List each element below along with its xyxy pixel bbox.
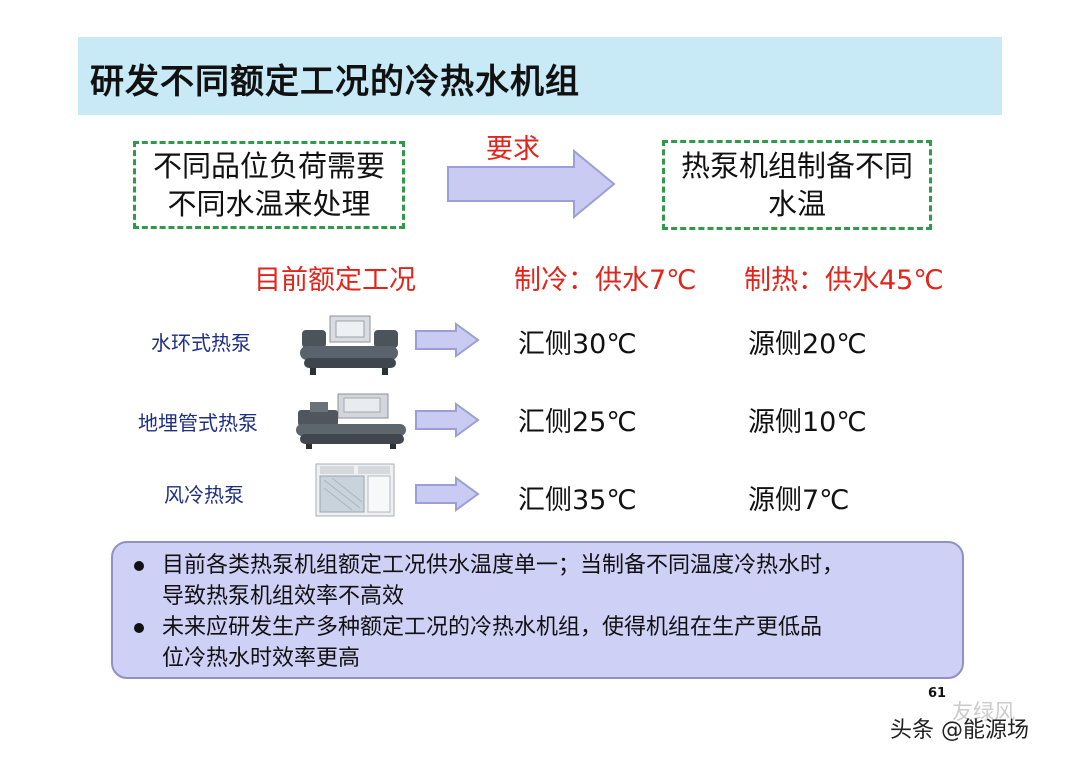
summary-box bbox=[111, 541, 964, 679]
ground-source-heat-pump-icon bbox=[296, 393, 406, 449]
left-box-line2: 不同水温来处理 bbox=[167, 187, 371, 221]
bullet-dot bbox=[134, 561, 144, 571]
left-dashed-box: 不同品位负荷需要 不同水温来处理 bbox=[133, 141, 405, 229]
header-heating: 制热：供水45℃ bbox=[744, 265, 944, 296]
air-cooled-heat-pump-icon bbox=[315, 463, 395, 517]
row-arrow-icon bbox=[415, 476, 480, 512]
row2-cooling-value: 汇侧25℃ bbox=[518, 407, 637, 438]
bullet2-line2: 位冷热水时效率更高 bbox=[162, 646, 361, 671]
right-dashed-box: 热泵机组制备不同 水温 bbox=[662, 140, 932, 230]
water-loop-heat-pump-icon bbox=[300, 315, 398, 375]
watermark: 头条 @能源场 bbox=[890, 718, 1029, 743]
bullet2-line1: 未来应研发生产多种额定工况的冷热水机组，使得机组在生产更低品 bbox=[162, 615, 823, 640]
title-bar bbox=[78, 37, 1002, 115]
watermark-faded: 友绿风 bbox=[952, 700, 1015, 724]
row-label-ground-source: 地埋管式热泵 bbox=[138, 411, 258, 435]
row3-cooling-value: 汇侧35℃ bbox=[518, 485, 637, 516]
row1-heating-value: 源侧20℃ bbox=[748, 329, 867, 360]
header-current-rating: 目前额定工况 bbox=[254, 265, 416, 296]
row-label-air-cooled: 风冷热泵 bbox=[164, 483, 244, 507]
right-box-line2: 水温 bbox=[767, 187, 826, 221]
row3-heating-value: 源侧7℃ bbox=[748, 485, 850, 516]
left-box-line1: 不同品位负荷需要 bbox=[152, 149, 385, 183]
header-cooling: 制冷：供水7℃ bbox=[514, 265, 697, 296]
row2-heating-value: 源侧10℃ bbox=[748, 407, 867, 438]
right-box-line1: 热泵机组制备不同 bbox=[680, 149, 913, 183]
requirement-label: 要求 bbox=[486, 134, 540, 165]
big-right-arrow-icon bbox=[447, 149, 616, 219]
page-number: 61 bbox=[928, 686, 947, 701]
bullet1-line1: 目前各类热泵机组额定工况供水温度单一；当制备不同温度冷热水时， bbox=[162, 553, 845, 578]
row-label-water-loop: 水环式热泵 bbox=[151, 331, 251, 355]
row-arrow-icon bbox=[415, 322, 480, 358]
row1-cooling-value: 汇侧30℃ bbox=[518, 329, 637, 360]
page-title: 研发不同额定工况的冷热水机组 bbox=[90, 62, 580, 102]
bullet1-line2: 导致热泵机组效率不高效 bbox=[162, 584, 405, 609]
bullet-dot bbox=[134, 623, 144, 633]
row-arrow-icon bbox=[415, 402, 480, 438]
